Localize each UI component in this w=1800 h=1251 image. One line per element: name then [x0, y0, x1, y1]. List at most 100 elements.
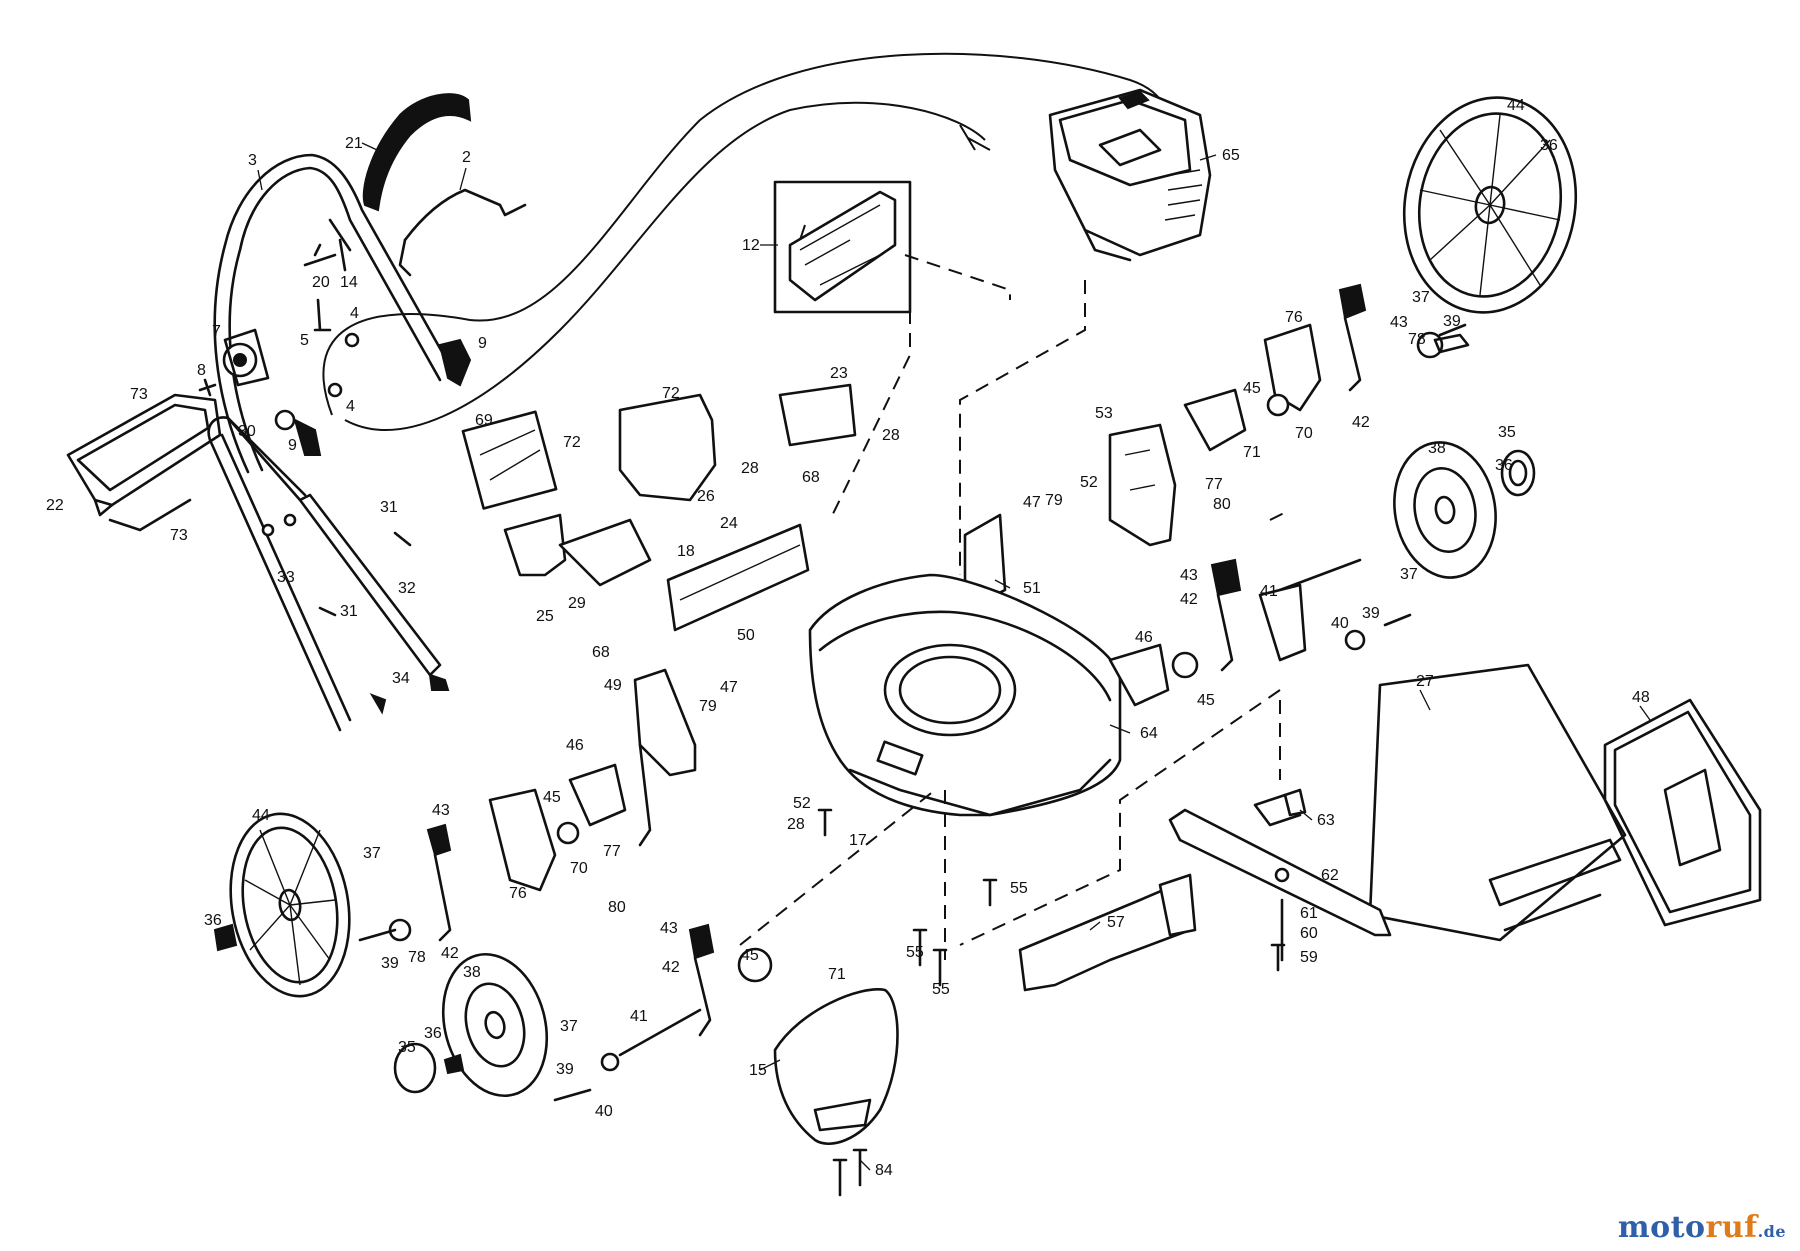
- callout-50: 50: [737, 627, 755, 644]
- handle-knobs: [222, 328, 472, 456]
- callout-36d: 36: [424, 1025, 442, 1042]
- callout-42d: 42: [662, 959, 680, 976]
- callout-14: 14: [340, 274, 358, 291]
- callout-35a: 35: [1498, 424, 1516, 441]
- callout-leaders: [257, 142, 1651, 1171]
- callout-28a: 28: [882, 427, 900, 444]
- small-hardware-handle: [198, 243, 360, 398]
- callout-77a: 77: [1205, 476, 1223, 493]
- callout-31b: 31: [340, 603, 358, 620]
- callout-20: 20: [312, 274, 330, 291]
- control-cables: [322, 52, 1168, 431]
- callout-40b: 40: [595, 1103, 613, 1120]
- callout-72a: 72: [662, 385, 680, 402]
- wheel-44-left: [229, 812, 351, 998]
- callout-68a: 68: [802, 469, 820, 486]
- callout-76b: 76: [509, 885, 527, 902]
- callout-8: 8: [197, 362, 206, 379]
- callout-78a: 78: [1408, 331, 1426, 348]
- lower-handle: [207, 416, 450, 732]
- callout-52a: 52: [1080, 474, 1098, 491]
- callout-labels: 21 2 3 20 14 4 5 4 9 7 8 73 30 9 22 73 3…: [46, 97, 1650, 1179]
- watermark-part-a: moto: [1617, 1210, 1706, 1245]
- callout-70a: 70: [1295, 425, 1313, 442]
- callout-43b: 43: [1180, 567, 1198, 584]
- callout-63: 63: [1317, 812, 1335, 829]
- hubcap-35: [393, 449, 1536, 1094]
- callout-70b: 70: [570, 860, 588, 877]
- callout-40a: 40: [1331, 615, 1349, 632]
- callout-47a: 47: [1023, 494, 1041, 511]
- upper-handle: [213, 153, 457, 474]
- callout-26: 26: [697, 488, 715, 505]
- callout-15: 15: [749, 1062, 767, 1079]
- callout-68b: 68: [592, 644, 610, 661]
- callout-45b: 45: [1197, 692, 1215, 709]
- callout-17: 17: [849, 832, 867, 849]
- callout-51: 51: [1023, 580, 1041, 597]
- callout-38b: 38: [463, 964, 481, 981]
- discharge-chute: [773, 988, 899, 1145]
- callout-2: 2: [462, 149, 471, 166]
- callout-59: 59: [1300, 949, 1318, 966]
- callout-79b: 79: [699, 698, 717, 715]
- callout-29: 29: [568, 595, 586, 612]
- callout-25: 25: [536, 608, 554, 625]
- catcher-frame: [1603, 698, 1762, 927]
- callout-48: 48: [1632, 689, 1650, 706]
- callout-44a: 44: [1507, 97, 1525, 114]
- callout-43c: 43: [432, 802, 450, 819]
- callout-77b: 77: [603, 843, 621, 860]
- callout-61: 61: [1300, 905, 1318, 922]
- handle-grip: [362, 93, 472, 212]
- callout-30: 30: [238, 423, 256, 440]
- bottom-fasteners: [817, 808, 1286, 1197]
- wheel-44-right: [1402, 96, 1578, 314]
- callout-37a: 37: [1412, 289, 1430, 306]
- callout-9b: 9: [288, 437, 297, 454]
- callout-43d: 43: [660, 920, 678, 937]
- callout-45d: 45: [741, 947, 759, 964]
- callout-39c: 39: [381, 955, 399, 972]
- blade: [1168, 793, 1392, 962]
- callout-57: 57: [1107, 914, 1125, 931]
- callout-80b: 80: [608, 899, 626, 916]
- callout-71a: 71: [1243, 444, 1261, 461]
- callout-47b: 47: [720, 679, 738, 696]
- decal-69: [461, 410, 558, 510]
- callout-37b: 37: [1400, 566, 1418, 583]
- callout-55a: 55: [1010, 880, 1028, 897]
- callout-41b: 41: [630, 1008, 648, 1025]
- callout-73a: 73: [130, 386, 148, 403]
- bracket-76-left: [488, 788, 557, 892]
- callout-80a: 80: [1213, 496, 1231, 513]
- callout-38a: 38: [1428, 440, 1446, 457]
- rear-shield-24: [666, 523, 810, 632]
- watermark-part-b: ruf: [1705, 1210, 1758, 1245]
- rear-flap-panel: [66, 393, 222, 532]
- callout-39b: 39: [1362, 605, 1380, 622]
- callout-65: 65: [1222, 147, 1240, 164]
- callout-18: 18: [677, 543, 695, 560]
- callout-42c: 42: [441, 945, 459, 962]
- wheel-38-right: [1393, 441, 1497, 579]
- baffle: [1018, 873, 1197, 992]
- engine: [1048, 88, 1212, 262]
- callout-7: 7: [212, 323, 221, 340]
- callout-22: 22: [46, 497, 64, 514]
- callout-35b: 35: [398, 1039, 416, 1056]
- sector-71-right: [1183, 388, 1247, 452]
- callout-21: 21: [345, 135, 363, 152]
- callout-55c: 55: [932, 981, 950, 998]
- callout-60: 60: [1300, 925, 1318, 942]
- callout-69: 69: [475, 412, 493, 429]
- callout-37c: 37: [363, 845, 381, 862]
- callout-43a: 43: [1390, 314, 1408, 331]
- callout-39a: 39: [1443, 313, 1461, 330]
- callout-76a: 76: [1285, 309, 1303, 326]
- height-adjuster-right-rear: [1263, 283, 1470, 417]
- callout-46a: 46: [1135, 629, 1153, 646]
- callout-4a: 4: [350, 305, 359, 322]
- callout-45a: 45: [1243, 380, 1261, 397]
